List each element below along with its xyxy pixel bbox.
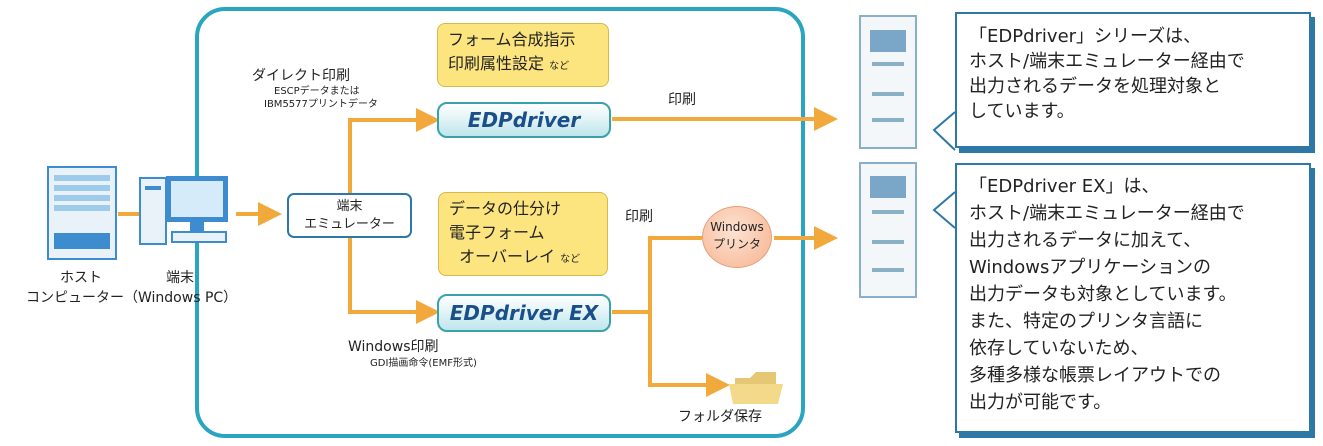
note-top-line4: しています。 — [969, 101, 1075, 122]
note-bottom-line9: 出力が可能です。 — [969, 392, 1112, 413]
windows-printer-line2: プリンタ — [712, 237, 761, 251]
note-top-line1: 「EDPdriver」シリーズは、 — [969, 26, 1202, 47]
yellow-note-bottom-line2: 電子フォーム — [449, 223, 545, 242]
note-top: 「EDPdriver」シリーズは、 ホスト/端末エミュレーター経由で 出力される… — [955, 12, 1311, 148]
windows-print-sub: GDI描画命令(EMF形式) — [370, 358, 477, 369]
printer-bottom-icon — [859, 162, 917, 298]
host-label-2: コンピューター — [26, 290, 124, 306]
yellow-note-top: フォーム合成指示 印刷属性設定 など — [437, 23, 609, 87]
yellow-note-top-nado: など — [549, 61, 570, 72]
note-bottom-line5: 出力データも対象としています。 — [969, 284, 1237, 305]
yellow-note-top-line2: 印刷属性設定 — [448, 54, 545, 73]
note-bottom-line8: 多種多様な帳票レイアウトでの — [969, 365, 1221, 386]
edpdriver-box: EDPdriver — [437, 102, 611, 138]
host-server-icon — [47, 166, 117, 260]
flow-arrows — [118, 107, 838, 397]
note-bottom-line3: 出力されるデータに加えて、 — [969, 230, 1202, 251]
yellow-note-bottom: データの仕分け 電子フォーム オーバーレイ など — [438, 192, 608, 276]
yellow-note-bottom-nado: など — [560, 254, 581, 265]
yellow-note-top-line1: フォーム合成指示 — [448, 30, 576, 49]
note-top-line2: ホスト/端末エミュレーター経由で — [969, 51, 1245, 72]
terminal-pc-icon — [139, 176, 228, 245]
terminal-label: 端末 — [166, 270, 194, 286]
note-bottom-line6: また、特定のプリンタ言語に — [969, 311, 1203, 332]
folder-icon — [729, 372, 783, 404]
note-top-line3: 出力されるデータを処理対象と — [969, 76, 1221, 97]
terminal-emulator-line2: エミュレーター — [304, 217, 395, 232]
folder-save-label: フォルダ保存 — [678, 409, 762, 425]
print-label-bottom: 印刷 — [625, 209, 653, 225]
note-bottom-line4: Windowsアプリケーションの — [969, 257, 1211, 278]
yellow-note-bottom-line1: データの仕分け — [449, 199, 562, 218]
printer-top-icon — [859, 15, 917, 149]
note-bottom: 「EDPdriver EX」は、 ホスト/端末エミュレーター経由で 出力されるデ… — [955, 163, 1311, 433]
windows-print-label: Windows印刷 — [348, 339, 439, 355]
print-label-top: 印刷 — [668, 92, 696, 108]
callout-pointer-top — [932, 111, 956, 151]
direct-print-label: ダイレクト印刷 — [252, 68, 350, 84]
terminal-emulator-box: 端末 エミュレーター — [287, 193, 412, 238]
host-label: ホスト — [60, 270, 102, 286]
callout-pointer-bottom — [932, 191, 956, 229]
note-bottom-line2: ホスト/端末エミュレーター経由で — [969, 203, 1245, 224]
note-bottom-line1: 「EDPdriver EX」は、 — [969, 176, 1160, 197]
terminal-sub-label: （Windows PC） — [124, 290, 238, 306]
direct-print-sub2: IBM5577プリントデータ — [264, 99, 378, 110]
note-bottom-line7: 依存していないため、 — [969, 338, 1149, 359]
windows-printer-node: Windows プリンタ — [702, 206, 772, 268]
terminal-emulator-line1: 端末 — [336, 199, 363, 214]
yellow-note-bottom-line3: オーバーレイ — [459, 247, 556, 266]
windows-printer-line1: Windows — [710, 220, 764, 234]
direct-print-sub1: ESCPデータまたは — [274, 86, 360, 97]
edpdriver-ex-box: EDPdriver EX — [437, 294, 611, 332]
